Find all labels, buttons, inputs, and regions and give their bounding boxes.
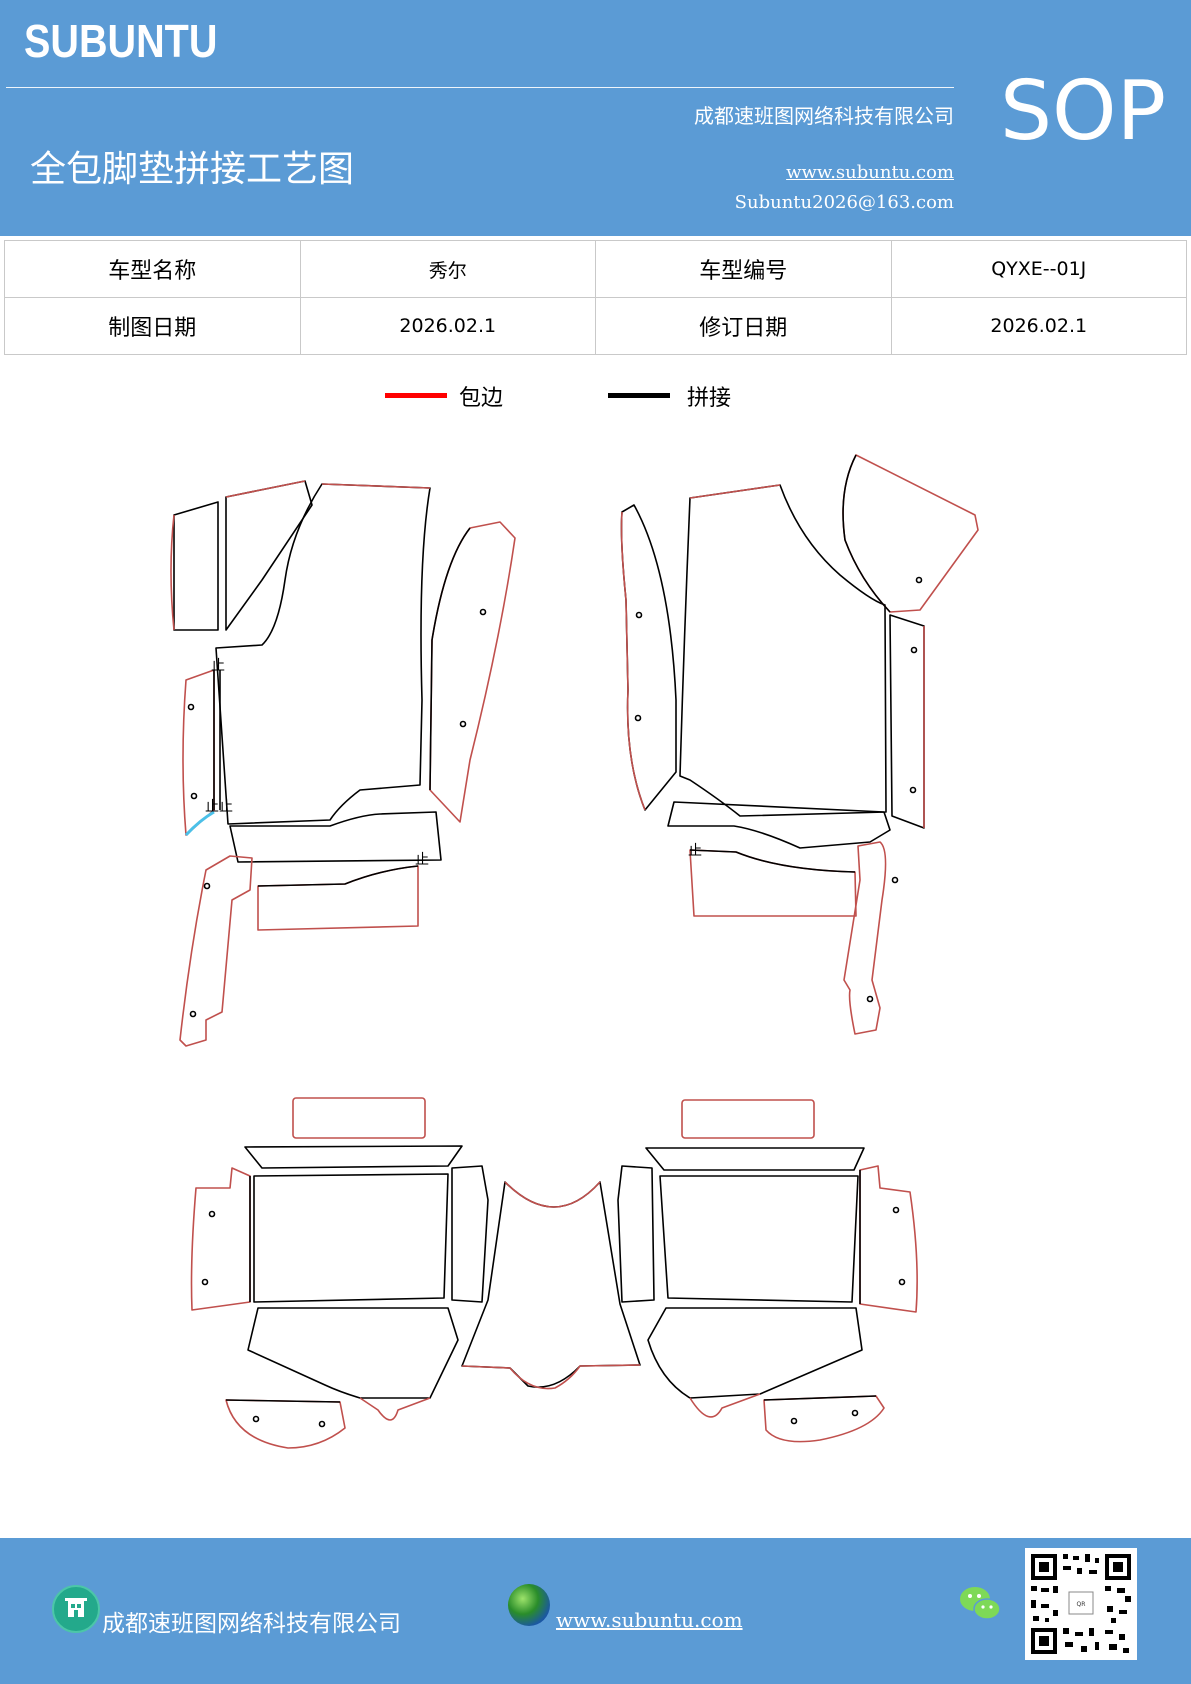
mat-piece [292, 1097, 426, 1139]
footer: 成都速班图网络科技有限公司 www.subuntu.com [0, 1538, 1191, 1684]
table-cell: 秀尔 [299, 240, 596, 298]
mat-piece [843, 841, 887, 1035]
page-title: 全包脚垫拼接工艺图 [30, 149, 355, 190]
mat-piece [253, 1173, 449, 1303]
mat-piece [659, 1175, 859, 1303]
mat-piece [763, 1395, 885, 1443]
wechat-icon [958, 1584, 1002, 1628]
email-text: Subuntu2026@163.com [734, 192, 954, 213]
table-cell: 2026.02.1 [299, 297, 596, 355]
mat-piece [179, 855, 253, 1047]
legend-swatch-edge [385, 393, 447, 398]
stop-marker: 止 [415, 852, 429, 868]
mat-piece [190, 1167, 251, 1311]
stop-marker: 止 [688, 843, 702, 859]
mat-piece [842, 454, 979, 613]
table-cell: 制图日期 [4, 297, 301, 355]
sop-badge: SOP [1000, 64, 1167, 159]
table-row: 车型名称 秀尔 车型编号 QYXE--01J [4, 240, 1187, 298]
info-table: 车型名称 秀尔 车型编号 QYXE--01J 制图日期 2026.02.1 修订… [4, 240, 1187, 355]
mat-piece [681, 1099, 815, 1139]
rear-center-piece [461, 1181, 641, 1390]
mat-piece [859, 1165, 918, 1313]
mat-piece [645, 1147, 865, 1171]
footer-website-link[interactable]: www.subuntu.com [556, 1608, 743, 1632]
table-cell: 车型编号 [595, 240, 892, 298]
website-link[interactable]: www.subuntu.com [786, 162, 954, 183]
globe-icon [508, 1584, 550, 1626]
front-left-pieces: 止 止止 止 [170, 480, 516, 1047]
mat-piece [617, 1165, 655, 1303]
legend: 包边 拼接 [0, 378, 1191, 418]
mat-piece [451, 1165, 489, 1303]
mat-pattern-drawing: 止 止止 止 止 [170, 454, 979, 1449]
mat-piece [229, 811, 442, 863]
table-cell: QYXE--01J [890, 240, 1187, 298]
mat-piece [620, 504, 677, 811]
mat-piece [244, 1145, 463, 1169]
mat-piece [257, 865, 419, 931]
mat-piece [667, 801, 891, 849]
rear-left-pieces [190, 1097, 489, 1449]
mat-piece [215, 483, 431, 825]
company-name: 成都速班图网络科技有限公司 [694, 104, 954, 128]
mat-piece [247, 1307, 459, 1399]
mat-piece [173, 501, 219, 631]
qr-code[interactable]: QR [1025, 1548, 1137, 1660]
legend-swatch-seam [608, 393, 670, 398]
mat-piece [689, 849, 857, 917]
legend-label-edge: 包边 [459, 386, 504, 411]
mat-piece [225, 1399, 346, 1449]
table-cell: 修订日期 [595, 297, 892, 355]
mat-piece [647, 1307, 863, 1399]
legend-label-seam: 拼接 [687, 386, 732, 411]
mat-piece [679, 484, 887, 817]
stop-marker: 止 [211, 658, 225, 674]
rear-right-pieces [617, 1099, 918, 1443]
stop-marker: 止止 [205, 799, 233, 815]
logo: SUBUNTU [24, 15, 218, 67]
table-cell: 车型名称 [4, 240, 301, 298]
mat-piece [225, 480, 313, 631]
table-cell: 2026.02.1 [890, 297, 1187, 355]
header-divider [6, 87, 954, 88]
building-icon [52, 1585, 100, 1633]
footer-company: 成都速班图网络科技有限公司 [102, 1611, 401, 1637]
header: SUBUNTU 成都速班图网络科技有限公司 全包脚垫拼接工艺图 www.subu… [0, 0, 1191, 236]
mat-piece [429, 521, 516, 823]
front-right-pieces: 止 [620, 454, 979, 1035]
mat-piece [461, 1181, 641, 1388]
table-row: 制图日期 2026.02.1 修订日期 2026.02.1 [4, 297, 1187, 355]
svg-text:QR: QR [1077, 1601, 1086, 1608]
mat-piece [889, 614, 925, 829]
